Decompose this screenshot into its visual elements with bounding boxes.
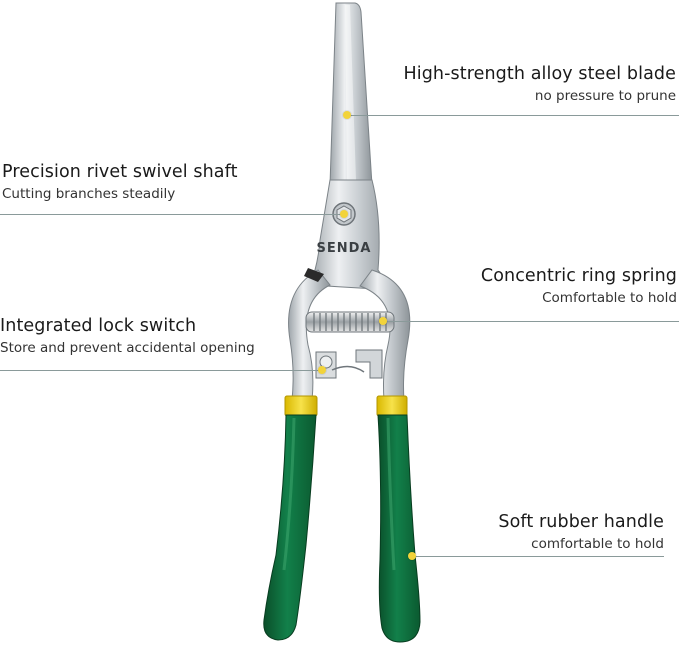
feature-handle-title: Soft rubber handle <box>498 512 664 532</box>
left-handle-arm <box>288 269 331 401</box>
right-handle-arm <box>359 269 411 401</box>
leader-line-blade <box>347 115 679 116</box>
leader-line-rivet <box>0 214 344 215</box>
marker-dot-blade <box>343 111 351 119</box>
feature-blade-subtitle: no pressure to prune <box>534 88 676 104</box>
feature-handle: Soft rubber handle comfortable to hold <box>498 512 664 552</box>
feature-spring: Concentric ring spring Comfortable to ho… <box>481 266 677 306</box>
feature-rivet-title: Precision rivet swivel shaft <box>2 162 238 182</box>
feature-handle-subtitle: comfortable to hold <box>531 536 664 552</box>
marker-dot-spring <box>379 317 387 325</box>
feature-spring-title: Concentric ring spring <box>480 266 677 286</box>
feature-lock: Integrated lock switch Store and prevent… <box>0 316 255 356</box>
feature-lock-subtitle: Store and prevent accidental opening <box>0 340 255 356</box>
feature-rivet-subtitle: Cutting branches steadily <box>2 186 176 202</box>
feature-spring-subtitle: Comfortable to hold <box>542 290 677 306</box>
leader-line-handle <box>412 556 664 557</box>
right-handle-collar <box>376 395 408 417</box>
left-handle-collar <box>284 395 318 417</box>
steel-blade <box>329 2 373 186</box>
marker-dot-handle <box>408 552 416 560</box>
right-rubber-handle <box>377 414 421 643</box>
feature-lock-title: Integrated lock switch <box>0 316 197 336</box>
left-rubber-handle <box>263 414 317 641</box>
brand-engraving: SENDA <box>317 241 372 256</box>
feature-blade-title: High-strength alloy steel blade <box>403 64 676 84</box>
feature-blade: High-strength alloy steel blade no press… <box>404 64 677 104</box>
leader-line-spring <box>383 321 679 322</box>
marker-dot-lock <box>318 366 326 374</box>
leader-line-lock <box>0 370 322 371</box>
feature-rivet: Precision rivet swivel shaft Cutting bra… <box>2 162 238 202</box>
blade-body <box>309 179 394 291</box>
marker-dot-rivet <box>340 210 348 218</box>
